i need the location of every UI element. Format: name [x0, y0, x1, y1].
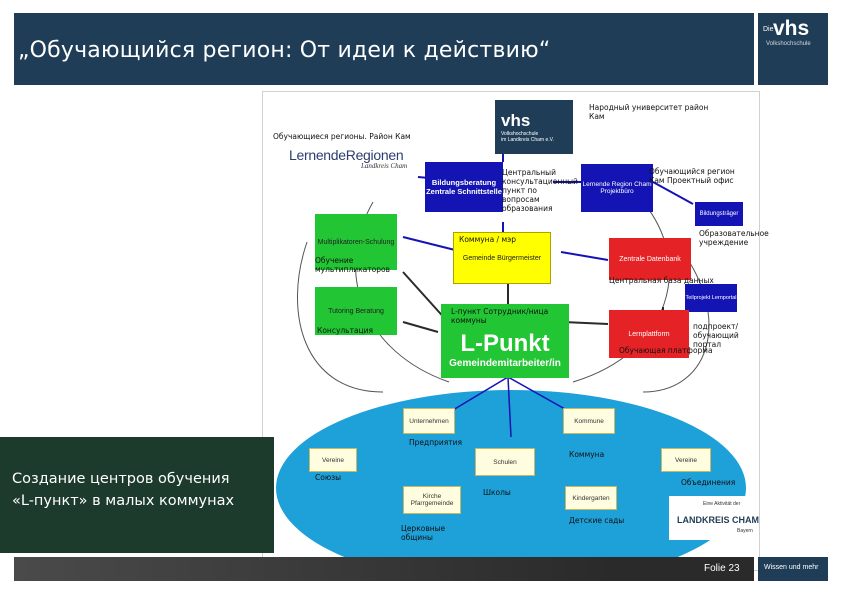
footer-gradient: [14, 557, 614, 581]
vhs-line1: Volkshochschule: [501, 131, 539, 137]
vereine2-box: Vereine: [661, 448, 711, 472]
bildungstraeger-caption: Образовательное учреждение: [699, 229, 769, 247]
diagram: vhs Volkshochschule im Landkreis Cham e.…: [262, 91, 769, 571]
vhs-brand: vhs: [501, 111, 531, 130]
kirche-caption: Церковные общины: [401, 524, 446, 542]
bildungstraeger-box: Bildungsträger: [695, 202, 743, 226]
teilprojekt-caption: подпроект/ обучающий портал: [693, 322, 739, 349]
vhs-logo: Die vhs Volkshochschule: [758, 13, 828, 85]
logo-subtitle: Volkshochschule: [766, 41, 811, 47]
bildungsberatung-box: Bildungsberatung Zentrale Schnittstelle: [425, 162, 503, 212]
lernplattform-caption: Обучающая платформа: [619, 346, 713, 355]
vereine-box: Vereine: [309, 448, 357, 472]
landkreis-cham-logo: Eine Aktivität der LANDKREIS CHAM Bayern: [669, 496, 759, 540]
logo-die: Die: [763, 26, 774, 33]
gemeinde-caption: Коммуна / мэр: [459, 235, 549, 244]
schulen-box: Schulen: [475, 448, 535, 476]
kommune-box: Kommune: [563, 408, 615, 434]
lernende-logo-sub: Landkreis Cham: [361, 162, 408, 170]
kindergarten-caption: Детские сады: [569, 516, 625, 525]
vhs-cham-logo: vhs Volkshochschule im Landkreis Cham e.…: [495, 100, 573, 154]
unternehmen-box: Unternehmen: [403, 408, 455, 434]
lpunkt-title: L-Punkt: [460, 329, 550, 357]
caption-text: Создание центров обучения «L-пункт» в ма…: [12, 468, 234, 512]
kommune-caption: Коммуна: [569, 450, 605, 459]
landkreis-line2: LANDKREIS CHAM: [677, 515, 759, 525]
caption-box: [0, 437, 274, 553]
logo-vhs: vhs: [773, 17, 810, 40]
lernende-caption: Обучающиеся регионы. Район Кам: [273, 132, 411, 141]
bildungsberatung-caption: Центральный консультационный пункт по во…: [502, 168, 578, 213]
footer-brand-text: Wissen und mehr: [764, 564, 819, 571]
multiplikatoren-box: Multiplikatoren-Schulung: [315, 214, 397, 270]
title-bar: [14, 13, 754, 85]
multiplikatoren-caption: Обучение мультипликаторов: [315, 256, 390, 274]
lpunkt-caption: L-пункт Сотрудник/ница коммуны: [451, 307, 549, 325]
zentrale-datenbank-box: Zentrale Datenbank: [609, 238, 691, 280]
tutoring-box: Tutoring Beratung: [315, 287, 397, 335]
schulen-caption: Школы: [483, 488, 511, 497]
lernende-cham-box: Lernende Region Cham Projektbüro: [581, 164, 653, 212]
slide-title: „Обучающийся регион: От идеи к действию“: [18, 38, 551, 63]
unternehmen-caption: Предприятия: [409, 438, 463, 447]
caption-line2: «L-пункт» в малых коммунах: [12, 493, 235, 509]
landkreis-line3: Bayern: [737, 528, 753, 534]
vhs-caption: Народный университет район Кам: [589, 103, 709, 121]
lpunkt-box: L-Punkt Gemeindemitarbeiter/in: [441, 304, 569, 378]
teilprojekt-box: Teilprojekt Lernportal: [685, 284, 737, 312]
landkreis-line1: Eine Aktivität der: [703, 501, 741, 507]
caption-line1: Создание центров обучения: [12, 471, 230, 487]
kindergarten-box: Kindergarten: [565, 486, 617, 510]
kirche-box: Kirche Pfarrgemeinde: [403, 486, 461, 514]
footer-brand: Wissen und mehr: [758, 557, 828, 581]
community-ellipse: [276, 390, 746, 570]
vereine2-caption: Объединения: [681, 478, 736, 487]
lernplattform-box: Lernplattform: [609, 310, 689, 358]
slide-number: Folie 23: [704, 563, 740, 574]
lpunkt-sub: Gemeindemitarbeiter/in: [449, 357, 561, 369]
tutoring-caption: Консультация: [317, 326, 374, 335]
vhs-line2: im Landkreis Cham e.V.: [501, 137, 554, 143]
vereine-caption: Союзы: [315, 473, 342, 482]
zentrale-datenbank-caption: Центральная база данных: [609, 276, 714, 285]
lernende-logo: LernendeRegionen: [289, 147, 404, 163]
lernende-cham-caption: Обучающийся регион Кам Проектный офис: [649, 167, 735, 185]
